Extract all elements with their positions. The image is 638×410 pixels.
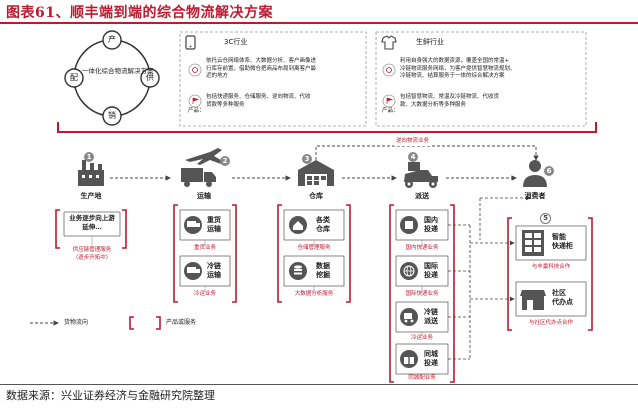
industry-fresh-box bbox=[375, 31, 587, 127]
delivery-international-label: 国际 投递 bbox=[424, 262, 438, 279]
shop-icon bbox=[520, 290, 546, 310]
transport-heavy-label: 重货 运输 bbox=[207, 216, 221, 233]
industry-fresh-title: 生鲜行业 bbox=[416, 38, 444, 46]
transport-cold-service: 冷运业务 bbox=[193, 291, 216, 297]
transport-heavy-service: 重货业务 bbox=[193, 245, 216, 251]
target-icon bbox=[382, 63, 396, 77]
delivery-domestic-label: 国内 投递 bbox=[424, 216, 438, 233]
delivery-city-label: 同城 投递 bbox=[424, 350, 438, 367]
cycle-center-label: 一体化综合物流解决方案 bbox=[82, 67, 154, 75]
page-title: 图表61、顺丰端到端的综合物流解决方案 bbox=[6, 5, 273, 21]
stage-name-delivery: 派送 bbox=[415, 192, 429, 200]
consumer-community-label: 社区 代办点 bbox=[552, 289, 573, 306]
stage-name-transport: 运输 bbox=[197, 192, 211, 200]
consumer-step-number: 5 bbox=[540, 213, 551, 224]
delivery-cold-service: 冷运业务 bbox=[410, 335, 433, 341]
scooter-icon bbox=[404, 162, 438, 188]
stage-name-production: 生产地 bbox=[80, 192, 102, 200]
warehouse-storage-label: 各类 仓库 bbox=[316, 216, 330, 233]
industry-3c-product-label: 产品： bbox=[188, 108, 205, 114]
legend-products-label: 产品或服务 bbox=[166, 319, 197, 326]
person-icon bbox=[523, 160, 547, 187]
cycle-node-sell: 销 bbox=[108, 111, 116, 120]
warehouse-data-service: 大数据分析服务 bbox=[294, 291, 334, 297]
reverse-logistics-label: 逆向物流业务 bbox=[394, 138, 432, 146]
cycle-diagram bbox=[64, 30, 160, 126]
source-note: 数据来源：兴业证券经济与金融研究院整理 bbox=[6, 389, 215, 402]
stage-number: 4 bbox=[408, 152, 418, 162]
solution-bracket bbox=[57, 122, 597, 133]
industry-3c-title: 3C行业 bbox=[224, 38, 248, 46]
transport-cold-label: 冷链 运输 bbox=[207, 262, 221, 279]
plane-truck-icon bbox=[181, 148, 224, 187]
production-service: 供应链管理服务 （逐步开拓中） bbox=[72, 247, 112, 261]
footer-divider bbox=[0, 384, 638, 385]
legend-flow-label: 货物流向 bbox=[64, 319, 89, 326]
industry-fresh-product-label: 产品： bbox=[382, 108, 399, 114]
stage-name-warehouse: 仓库 bbox=[309, 192, 323, 200]
cycle-node-supply: 供 bbox=[146, 73, 154, 82]
consumer-community-service: 与社区代办点合作 bbox=[528, 320, 573, 326]
consumer-locker-service: 与丰巢科技合作 bbox=[531, 264, 571, 270]
warehouse-storage-service: 仓储管理服务 bbox=[297, 245, 331, 251]
warehouse-icon bbox=[298, 160, 334, 186]
stage-number: 6 bbox=[544, 166, 554, 176]
production-box-text: 业务逐步向上游 延伸… bbox=[69, 214, 115, 231]
stage-name-consumer: 消费者 bbox=[524, 192, 546, 200]
industry-3c-box bbox=[179, 31, 367, 127]
warehouse-data-label: 数据 挖掘 bbox=[316, 262, 330, 279]
consumer-locker-label: 智能 快递柜 bbox=[552, 233, 573, 250]
stage-number: 2 bbox=[220, 156, 230, 166]
target-icon bbox=[188, 63, 202, 77]
title-divider bbox=[0, 22, 638, 24]
shirt-icon bbox=[381, 35, 397, 50]
phone-icon bbox=[185, 35, 196, 50]
flag-icon bbox=[188, 94, 202, 108]
industry-3c-desc: 依托云仓网络体系、大数据分析、客户画像进 行库存前置，借助微仓把商品布局到离客户… bbox=[206, 58, 317, 79]
delivery-cold-label: 冷链 派送 bbox=[424, 308, 438, 325]
delivery-city-service: 同城配业务 bbox=[408, 375, 436, 381]
cycle-node-distribute: 配 bbox=[70, 73, 78, 82]
industry-fresh-desc: 利用自身强大的数据资源，覆盖全国的常温+ 冷链物流服务网络，为客户提供智慧物流规… bbox=[400, 58, 516, 79]
factory-icon bbox=[78, 160, 104, 186]
locker-icon bbox=[522, 230, 544, 256]
reverse-logistics-line bbox=[315, 145, 539, 165]
cycle-node-produce: 产 bbox=[108, 35, 116, 44]
industry-3c-products: 包括快递服务、仓储服务、逆向物流、代收 货款等多种服务 bbox=[206, 94, 311, 108]
delivery-international-service: 国际快递业务 bbox=[405, 291, 439, 297]
industry-fresh-products: 包括智慧物流、常温及冷链物流、代收货 款、大数据分析等多种服务 bbox=[400, 94, 500, 108]
flag-icon bbox=[382, 94, 396, 108]
delivery-domestic-service: 国内快递业务 bbox=[405, 245, 439, 251]
stage-number: 3 bbox=[302, 154, 312, 164]
stage-number: 1 bbox=[84, 152, 94, 162]
